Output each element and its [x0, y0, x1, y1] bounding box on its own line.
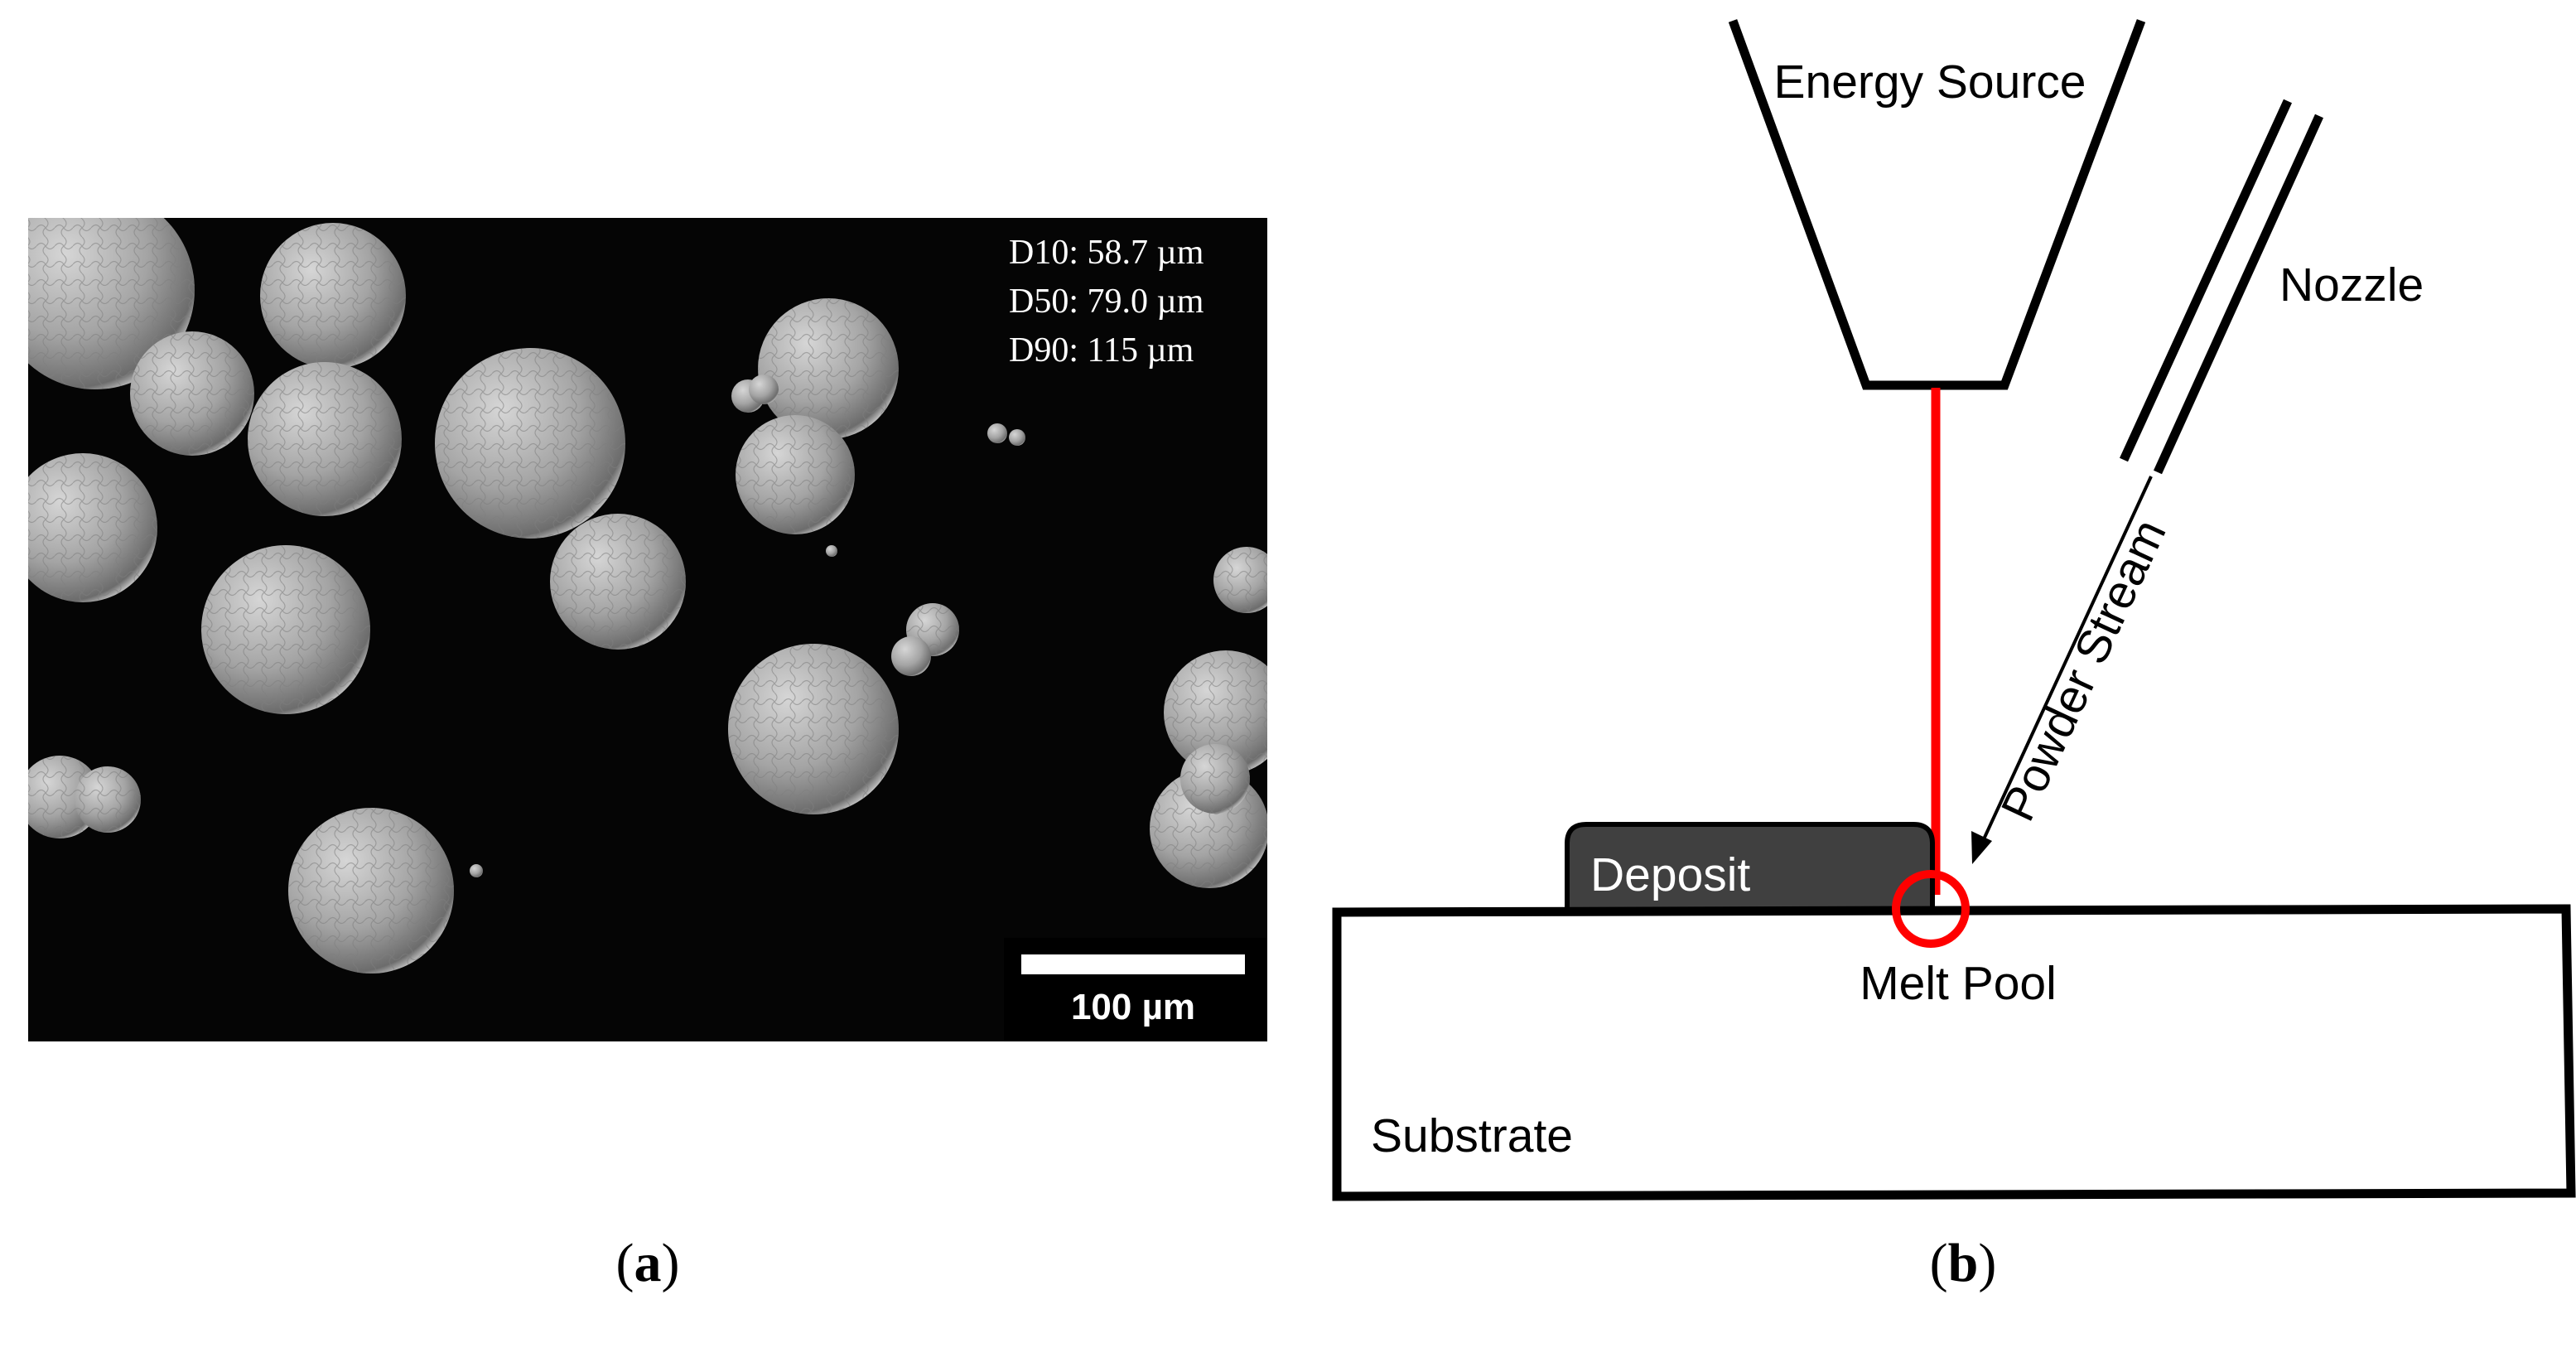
particle-surface-texture: [288, 808, 454, 974]
scale-bar-label: 100 µm: [1071, 987, 1195, 1027]
energy-source-label: Energy Source: [1773, 56, 2086, 109]
d10-label: D10: 58.7 µm: [1009, 234, 1204, 272]
particle-surface-texture: [1180, 744, 1250, 814]
powder-particle: [987, 423, 1007, 443]
caption-b: (b): [1930, 1233, 1997, 1293]
substrate-shape: [1332, 904, 2576, 1201]
d50-label: D50: 79.0 µm: [1009, 283, 1204, 321]
ded-schematic: Energy Source Nozzle Powder Stream Depos…: [1332, 19, 2576, 1201]
sem-micrograph: D10: 58.7 µm D50: 79.0 µm D90: 115 µm 10…: [28, 218, 1267, 1041]
particle-surface-texture: [28, 453, 157, 602]
powder-particle: [749, 374, 779, 404]
deposit-label: Deposit: [1590, 848, 1750, 901]
powder-particle: [826, 545, 837, 557]
powder-particle: [470, 864, 483, 877]
melt-pool-marker: [1892, 870, 1970, 948]
deposit-shape: [1565, 822, 1935, 915]
particle-surface-texture: [201, 545, 370, 714]
particle-surface-texture: [550, 514, 686, 650]
powder-particle: [1009, 429, 1025, 446]
powder-particles: [28, 218, 1267, 974]
particle-surface-texture: [75, 766, 141, 833]
melt-pool-label: Melt Pool: [1860, 957, 2057, 1010]
powder-particle: [891, 636, 931, 676]
particle-surface-texture: [736, 415, 855, 534]
energy-source-shape: [1728, 19, 2146, 390]
scale-bar-line: [1021, 954, 1245, 974]
particle-surface-texture: [728, 644, 899, 814]
particle-surface-texture: [1213, 547, 1267, 613]
particle-surface-texture: [435, 348, 625, 539]
nozzle-wall-inner: [2153, 114, 2324, 475]
particle-surface-texture: [260, 223, 406, 369]
particle-surface-texture: [1164, 650, 1267, 775]
particle-surface-texture: [248, 362, 402, 516]
substrate-label: Substrate: [1371, 1109, 1573, 1162]
d90-label: D90: 115 µm: [1009, 331, 1194, 370]
powder-stream-label: Powder Stream: [1991, 511, 2177, 829]
powder-stream-arrow: [1971, 476, 2153, 864]
nozzle-label: Nozzle: [2279, 258, 2424, 312]
scale-bar: 100 µm: [1004, 938, 1267, 1041]
caption-a: (a): [616, 1233, 680, 1293]
particle-surface-texture: [758, 298, 899, 439]
nozzle-wall-outer: [2119, 99, 2293, 462]
particle-surface-texture: [130, 331, 254, 456]
